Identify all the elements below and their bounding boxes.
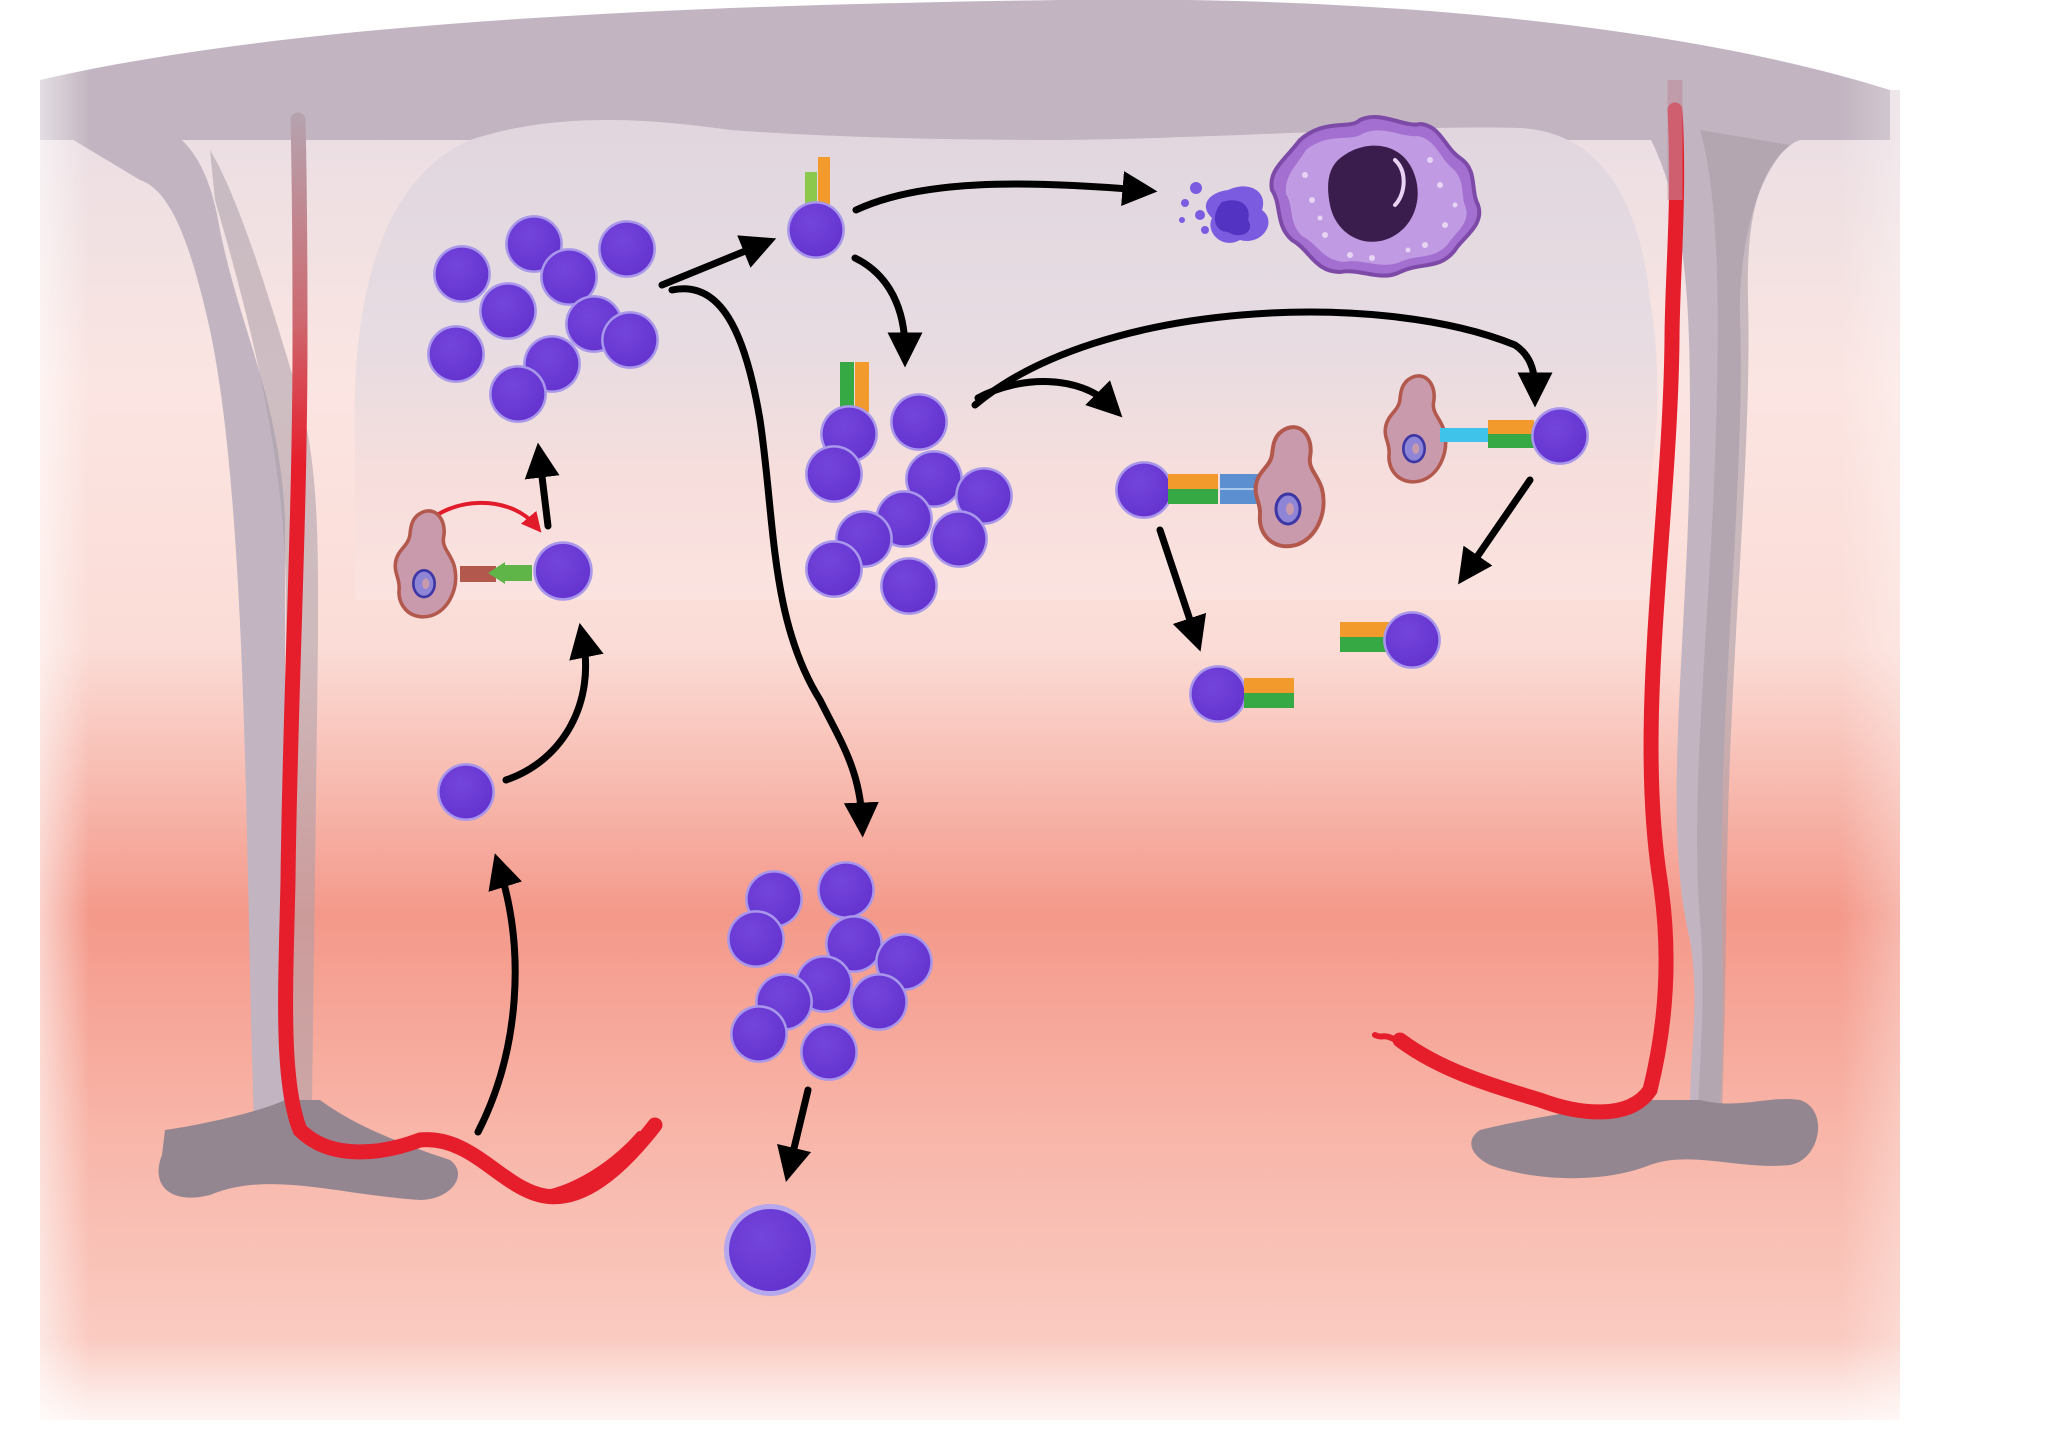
arrow-naive-to-activated [502, 622, 604, 784]
arrow-cluster-to-migrating [668, 285, 879, 838]
arrow-effector-to-macrophage [852, 171, 1158, 214]
apoptotic-debris [1179, 182, 1269, 243]
arrow-vessel-to-naive [474, 853, 522, 1136]
lymphocyte-cluster-middle [805, 362, 1013, 615]
crypt-base-right [1471, 1098, 1819, 1179]
effector-lymphocyte [787, 157, 845, 259]
arrow-activated-to-cluster [524, 442, 560, 530]
exiting-lymphocyte [724, 1204, 816, 1296]
memory-lymphocyte [1189, 665, 1294, 723]
arrow-effector-to-cluster2 [851, 254, 923, 368]
arrow-migrating-to-exit [777, 1086, 812, 1183]
naive-lymphocyte [437, 763, 495, 821]
blood-vessel-right [1372, 80, 1685, 1120]
apc-middle-complex [1115, 427, 1323, 546]
arrow-right-to-memory [1458, 476, 1534, 585]
activated-lymphocyte [488, 541, 593, 601]
arrow-cluster2-to-apc-middle [974, 378, 1123, 418]
antigen-presenting-cell [393, 508, 496, 619]
crypt-base-left [158, 1100, 459, 1200]
apc-right-complex [1383, 373, 1589, 484]
blood-vessel-left [278, 112, 663, 1205]
macrophage [1269, 114, 1482, 278]
arrow-middle-to-memory [1156, 526, 1207, 652]
arrow-cluster-to-effector [658, 235, 777, 289]
arrows [474, 171, 1553, 1183]
memory-lymphocyte-right [1340, 611, 1441, 669]
arrow-cluster2-to-apc-right [971, 308, 1553, 409]
